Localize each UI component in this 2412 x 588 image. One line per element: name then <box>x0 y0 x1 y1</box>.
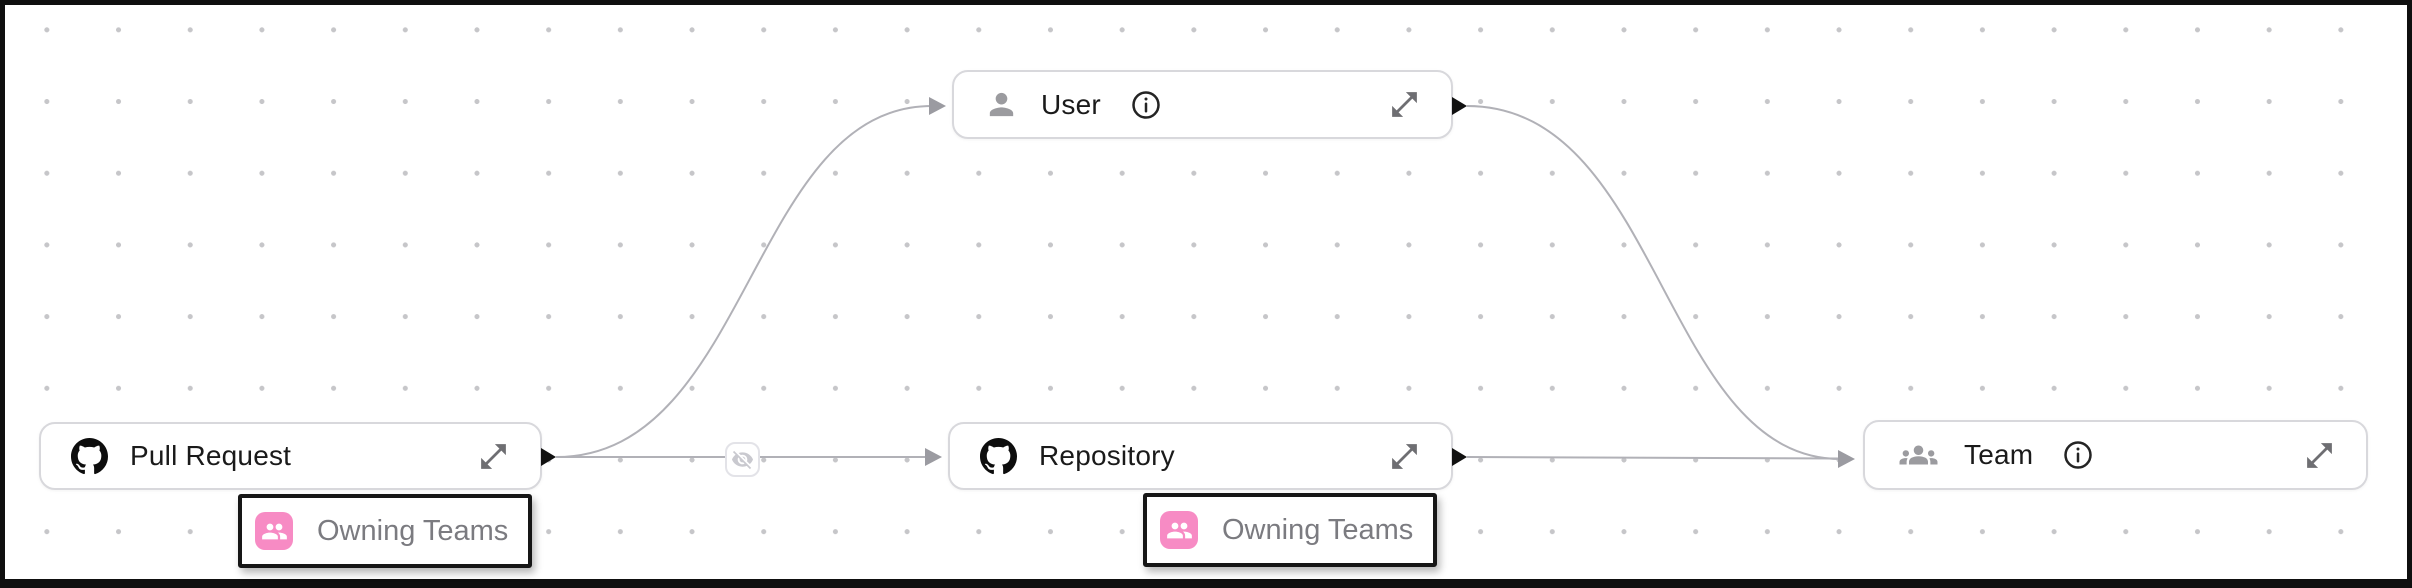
expand-icon[interactable] <box>1388 440 1421 473</box>
edge-label-owning-teams-2[interactable]: Owning Teams <box>1143 493 1437 567</box>
info-icon[interactable] <box>2063 440 2093 470</box>
people-icon <box>1160 511 1198 549</box>
node-repository[interactable]: Repository <box>948 422 1453 490</box>
expand-icon[interactable] <box>477 440 510 473</box>
edge-label-owning-teams-1[interactable]: Owning Teams <box>238 494 532 568</box>
edge-label-text: Owning Teams <box>1222 513 1414 546</box>
github-icon <box>980 437 1017 475</box>
person-icon <box>984 87 1019 122</box>
node-user[interactable]: User <box>952 70 1453 139</box>
edge-label-text: Owning Teams <box>317 514 509 547</box>
expand-icon[interactable] <box>1388 88 1421 121</box>
node-label: Pull Request <box>130 440 292 471</box>
node-team[interactable]: Team <box>1863 420 2368 490</box>
node-label: User <box>1041 88 1101 120</box>
node-pull-request[interactable]: Pull Request <box>39 422 542 490</box>
info-icon[interactable] <box>1131 90 1161 120</box>
people-icon <box>255 512 293 550</box>
node-label: Team <box>1964 439 2034 470</box>
expand-icon[interactable] <box>2303 439 2336 472</box>
github-icon <box>71 437 108 475</box>
edge-visibility-badge[interactable] <box>725 442 760 477</box>
node-label: Repository <box>1039 440 1175 471</box>
groups-icon <box>1895 436 1942 474</box>
eye-off-icon <box>731 450 754 470</box>
